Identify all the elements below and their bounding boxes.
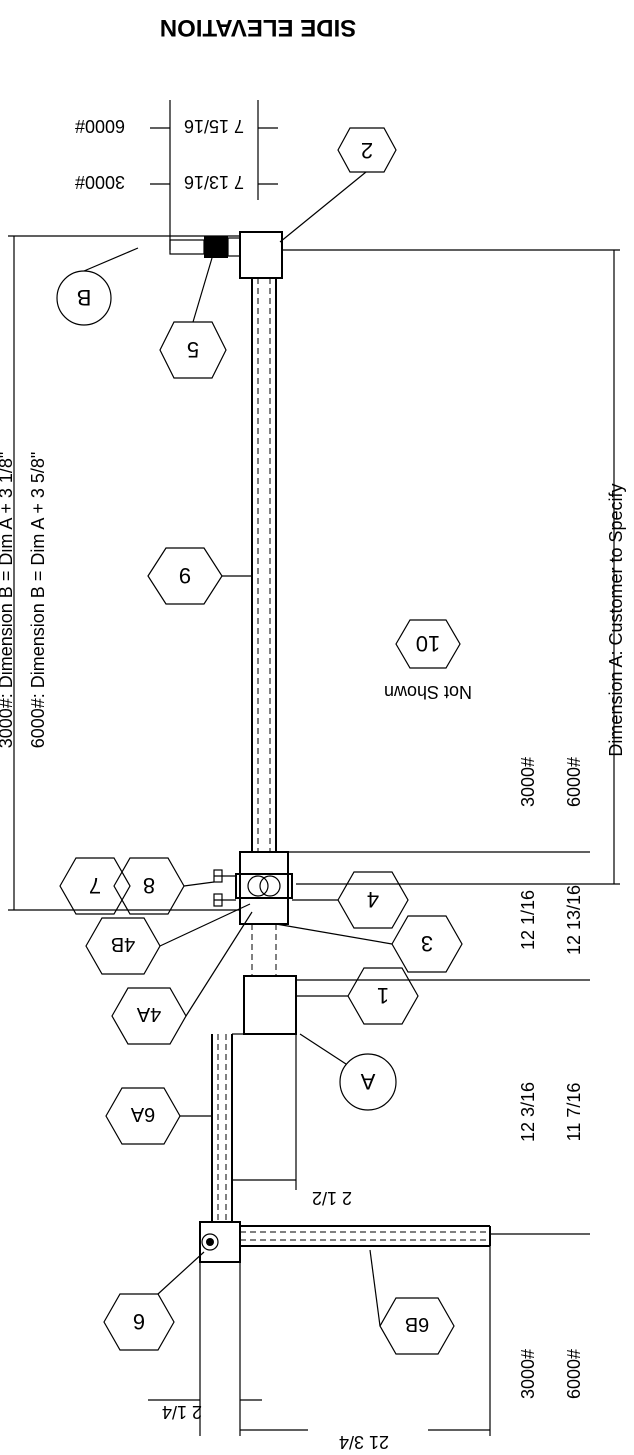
dim-bot-12-3-16: 12 3/16 [518,1082,538,1142]
dim-2-1-4: 2 1/4 [162,1402,202,1422]
callout-3-label: 3 [421,931,433,956]
callout-5-hexagon [159,321,227,379]
dim-b-6000: 6000#: Dimension B = Dim A + 3 5/8" [28,452,48,749]
dim-top-6000: 6000# [75,116,125,136]
dim-b-3000: 3000#: Dimension B = Dim A + 3 1/8" [0,452,16,749]
dim-bot-11-7-16: 11 7/16 [564,1083,584,1142]
callout-7-label: 7 [89,873,101,898]
callout-7-hexagon [59,857,131,915]
valve-body [239,851,289,925]
callout-5-label: 5 [187,337,199,362]
top-elbow [239,231,283,279]
callout-a-label: A [360,1069,375,1094]
callout-2-hexagon [337,127,397,173]
callout-6-label: 6 [133,1309,145,1334]
not-shown-label: Not Shown [384,682,472,702]
top-nipple [169,239,205,255]
dim-bot-3000: 3000# [518,1349,538,1399]
dim-mid-6000: 6000# [564,757,584,807]
dim-21-3-4: 21 3/4 [339,1432,389,1450]
callout-1-hexagon [347,967,419,1025]
callout-6b-hexagon [379,1297,455,1355]
dim-a-label: Dimension A: Customer to Specify [606,483,626,756]
callout-6-hexagon [103,1293,175,1351]
callout-1-label: 1 [377,983,389,1008]
dim-top-7-13-16: 7 13/16 [184,172,244,192]
bottom-elbow [243,975,297,1035]
callout-8-label: 8 [143,873,155,898]
dim-2-1-2: 2 1/2 [312,1188,352,1208]
top-coupling [204,236,228,258]
callout-4b-label: 4B [111,933,135,955]
callout-6b-label: 6B [405,1313,429,1335]
callout-4-hexagon [337,871,409,929]
callout-6a-label: 6A [130,1103,155,1125]
dim-top-7-15-16: 7 15/16 [184,116,244,136]
callout-10-label: 10 [416,631,440,656]
dim-mid-12-13-16: 12 13/16 [564,885,584,955]
callout-3-hexagon [391,915,463,973]
bottom-tee [199,1221,241,1263]
callout-4-label: 4 [367,887,379,912]
callout-2-label: 2 [361,138,373,163]
dim-top-3000: 3000# [75,172,125,192]
dim-mid-3000: 3000# [518,757,538,807]
drawing-title: SIDE ELEVATION [160,14,356,41]
callout-4a-label: 4A [136,1003,161,1025]
callout-10-hexagon [395,619,461,669]
callout-b-label: B [77,285,92,310]
dim-mid-12-1-16: 12 1/16 [518,890,538,950]
callout-9-label: 9 [179,563,191,588]
callout-a-circle [339,1053,397,1111]
dim-bot-6000: 6000# [564,1349,584,1399]
